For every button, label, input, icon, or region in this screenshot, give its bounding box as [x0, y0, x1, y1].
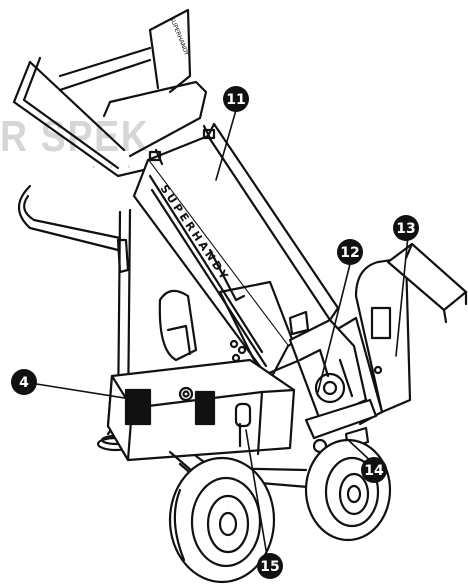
callout-14: 14: [361, 457, 387, 483]
front-right-wheel: [304, 438, 392, 542]
callout-12: 12: [337, 239, 363, 265]
leader-line-11: [215, 109, 237, 181]
leader-line-12: [317, 263, 351, 393]
callout-11: 11: [223, 86, 249, 112]
leader-line-13: [395, 235, 409, 357]
callout-15-label: 15: [260, 559, 279, 575]
callout-4: 4: [11, 369, 37, 395]
leader-lines: [23, 109, 409, 563]
cutter-assembly: [288, 318, 378, 454]
front-left-wheel: [168, 456, 276, 584]
callout-13-label: 13: [396, 221, 415, 237]
rear-handle-frame: [12, 8, 208, 252]
callout-11-label: 11: [226, 92, 245, 108]
engine-housing: [158, 280, 310, 378]
control-box: [106, 358, 296, 462]
leader-line-15: [245, 429, 269, 563]
callout-14-label: 14: [364, 463, 384, 479]
callout-13: 13: [393, 215, 419, 241]
watermark-subtext: • • • • • •: [92, 162, 190, 172]
frame-label: SUPERHANDY: [168, 16, 190, 57]
callout-12-label: 12: [340, 245, 359, 261]
callout-15: 15: [257, 553, 283, 579]
leader-line-4: [23, 381, 151, 403]
callout-4-label: 4: [19, 375, 29, 391]
